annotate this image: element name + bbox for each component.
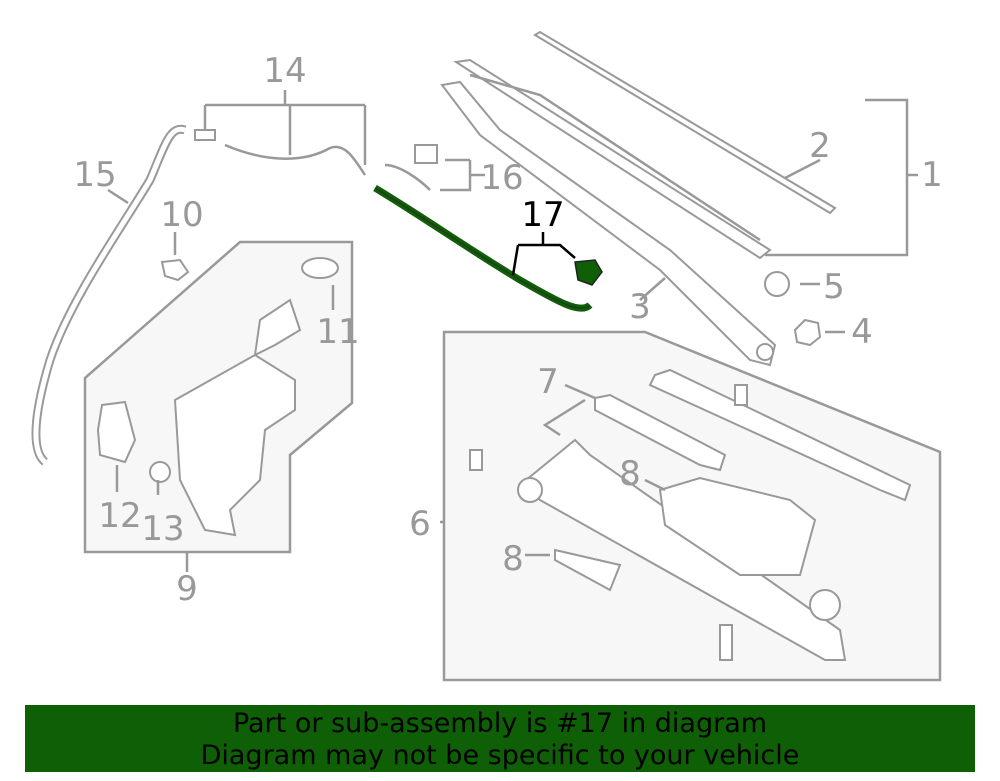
callout-7[interactable]: 7 xyxy=(537,362,559,402)
banner-line-1: Part or sub-assembly is #17 in diagram xyxy=(232,708,768,739)
leader-17 xyxy=(511,232,576,276)
callout-6[interactable]: 6 xyxy=(409,504,431,544)
wiper-linkage xyxy=(469,368,912,661)
callout-14[interactable]: 14 xyxy=(263,51,306,91)
grommet-13 xyxy=(149,461,171,483)
callout-8-motor[interactable]: 8 xyxy=(619,454,641,494)
pump-12 xyxy=(96,400,137,464)
callout-5[interactable]: 5 xyxy=(823,267,845,307)
washer-reservoir xyxy=(173,257,339,537)
callout-1[interactable]: 1 xyxy=(921,155,943,195)
callout-13[interactable]: 13 xyxy=(141,509,184,549)
callout-8-bracket[interactable]: 8 xyxy=(502,539,524,579)
nut-4 xyxy=(793,318,822,347)
callout-9[interactable]: 9 xyxy=(176,569,198,609)
hose-14 xyxy=(224,143,367,176)
clip-10 xyxy=(160,258,190,282)
callout-2[interactable]: 2 xyxy=(809,126,831,166)
info-banner: Part or sub-assembly is #17 in diagram D… xyxy=(25,705,975,772)
callout-11[interactable]: 11 xyxy=(316,312,359,352)
callout-3[interactable]: 3 xyxy=(629,287,651,327)
wiper-blade xyxy=(453,30,837,260)
callout-10[interactable]: 10 xyxy=(160,195,203,235)
callout-17[interactable]: 17 xyxy=(521,195,564,235)
callout-12[interactable]: 12 xyxy=(98,496,141,536)
part-17-washer-hose-nozzle xyxy=(373,184,603,312)
banner-line-2: Diagram may not be specific to your vehi… xyxy=(200,740,800,771)
callout-15[interactable]: 15 xyxy=(73,155,116,195)
callout-16[interactable]: 16 xyxy=(480,158,523,198)
wiper-arm xyxy=(440,80,777,367)
grommet-5 xyxy=(764,271,790,297)
leader-lines xyxy=(107,90,918,572)
callout-4[interactable]: 4 xyxy=(851,312,873,352)
hose-16 xyxy=(384,163,431,191)
